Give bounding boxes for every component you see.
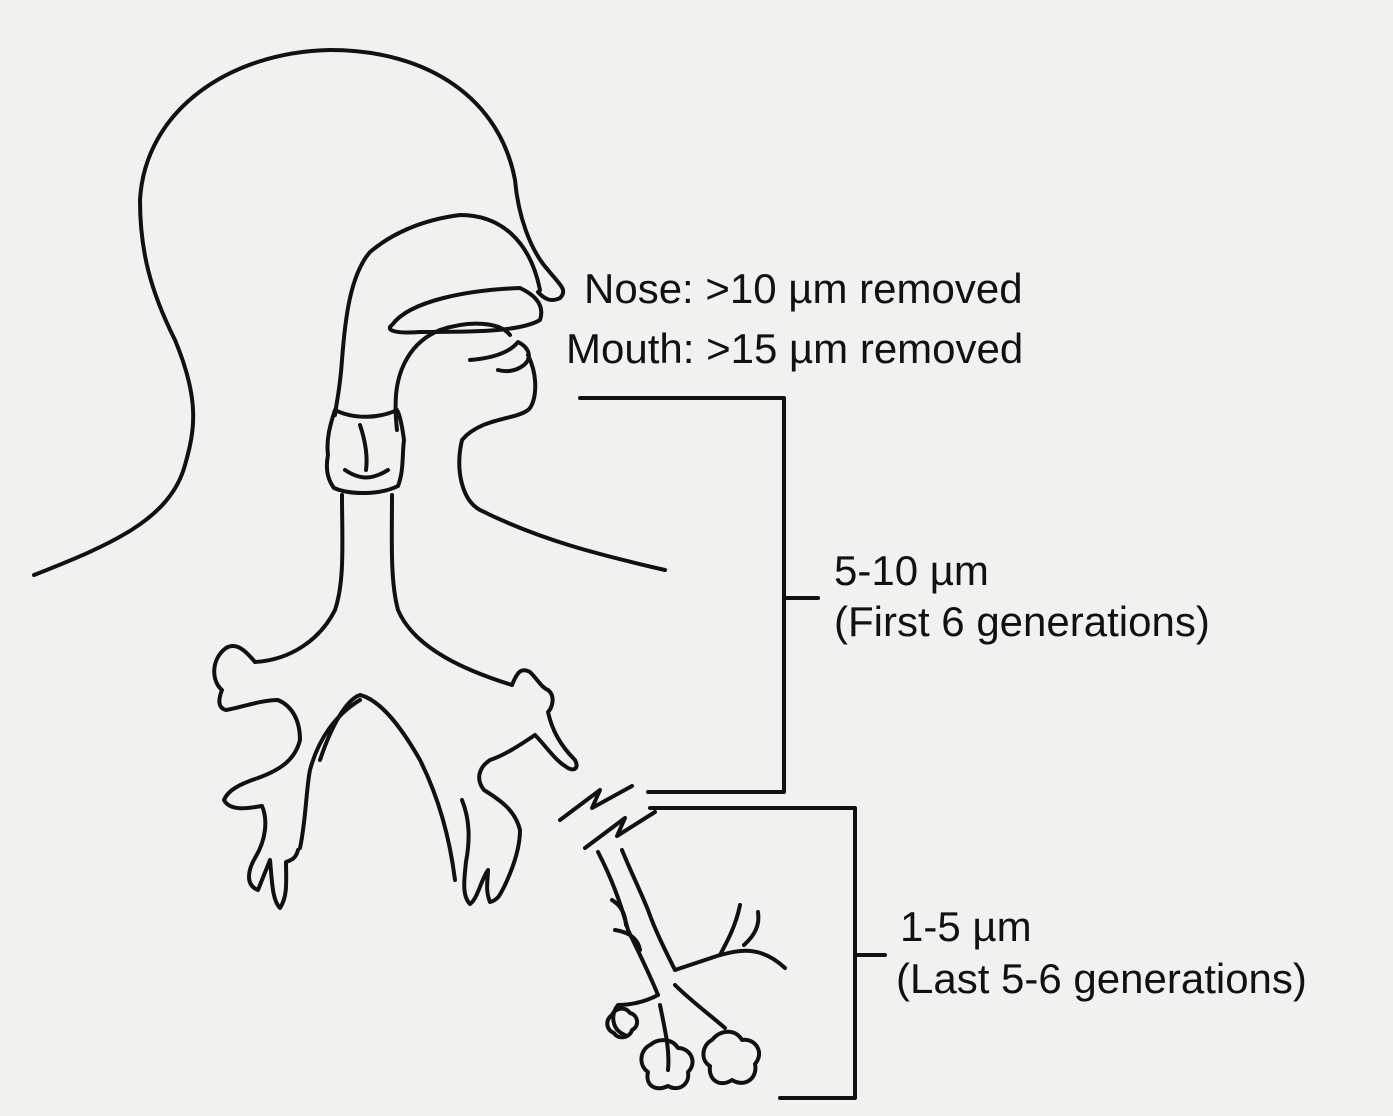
nasal-cavity xyxy=(335,215,540,415)
oral-cavity xyxy=(396,324,510,430)
trachea-right xyxy=(392,495,512,685)
nose-underside xyxy=(538,292,560,300)
alveoli-cluster-right xyxy=(703,1032,759,1083)
break-mark-lower xyxy=(585,812,655,848)
left-bronchus-inner xyxy=(300,700,360,848)
bronchiole-trunk xyxy=(598,852,658,995)
bracket-upper xyxy=(580,398,818,792)
bronchiole-branch-right xyxy=(675,951,785,970)
mouth-lips xyxy=(470,342,529,371)
larynx-crease xyxy=(360,425,367,470)
bronchiole-branch-up xyxy=(720,905,758,955)
left-bronchus xyxy=(214,646,300,908)
lower-size-label: 1-5 µm xyxy=(900,903,1032,950)
bronchiole-trunk-outer xyxy=(622,850,675,970)
upper-size-label: 5-10 µm xyxy=(834,547,989,594)
bracket-lower xyxy=(650,808,885,1098)
trachea-left xyxy=(255,495,342,662)
carina xyxy=(320,695,455,880)
chin-neck-outline xyxy=(459,355,665,570)
bronchiole-twig xyxy=(612,900,640,950)
mouth-label: Mouth: >15 µm removed xyxy=(566,325,1023,372)
break-mark-upper xyxy=(560,786,632,820)
lower-note-label: (Last 5-6 generations) xyxy=(896,955,1307,1002)
right-bronchus xyxy=(462,670,577,904)
nose-label: Nose: >10 µm removed xyxy=(584,265,1023,312)
head-outline xyxy=(34,50,563,575)
upper-note-label: (First 6 generations) xyxy=(834,598,1210,645)
